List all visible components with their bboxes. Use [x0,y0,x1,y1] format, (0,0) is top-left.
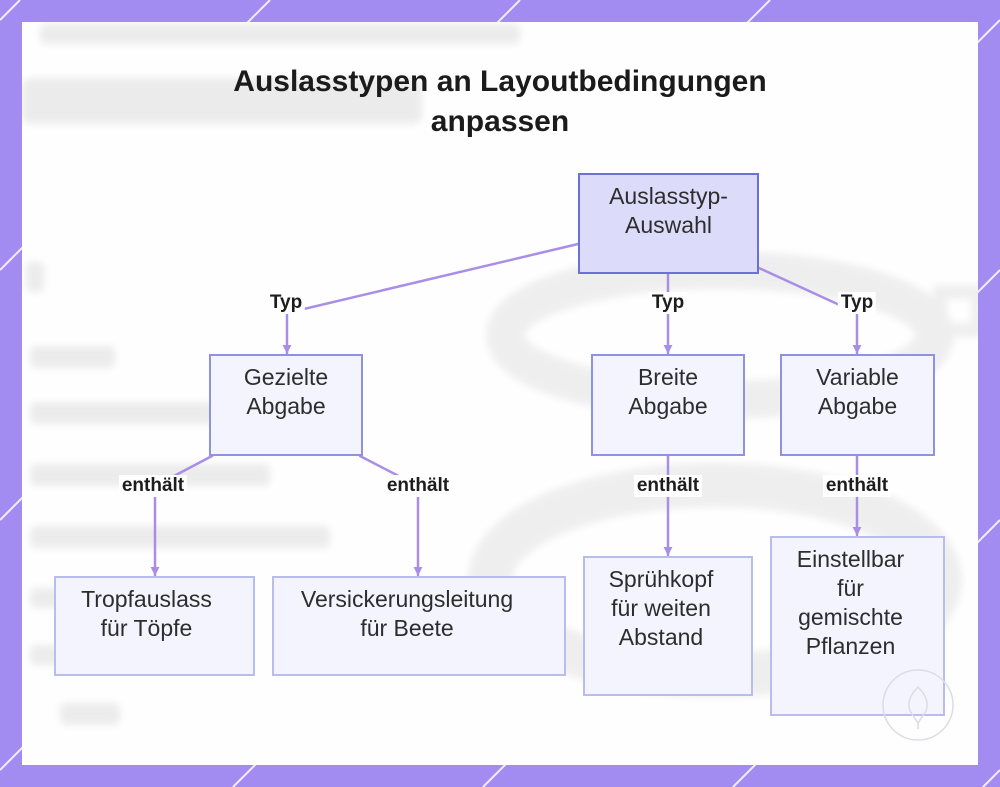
node-label-line: Versickerungsleitung [300,586,514,612]
node-label-line: Abstand [618,624,704,650]
node-label-line: Breite [637,364,699,390]
edge-label-enthaelt: enthält [383,475,453,497]
node-label-line: Gezielte [243,364,329,390]
node-spruehkopf: Sprühkopf für weiten Abstand [583,556,753,696]
node-label-line: Einstellbar [796,546,905,572]
node-label-line: Abgabe [628,393,708,419]
node-label-line: Variable [816,364,899,390]
background-ghost-text-bar [30,588,60,608]
node-label-line: für [837,575,864,601]
frame-diagonal-line [982,769,1000,787]
diagram-title: Auslasstypen an Layoutbedingungen anpass… [0,62,1000,142]
node-label-line: Auswahl [625,212,712,238]
node-label-line: Sprühkopf [608,566,714,592]
node-variable-abgabe: Variable Abgabe [780,354,935,456]
edge-label-typ: Typ [266,292,306,314]
edge-label-enthaelt: enthält [633,475,703,497]
background-ghost-text-bar [30,346,115,368]
diagram-title-line-2: anpassen [430,105,570,138]
node-label-line: für weiten [611,595,711,621]
node-label-line: Auslasstyp- [609,183,728,209]
background-ghost-text-bar [60,703,120,725]
edge-gezielte-to-tropfauslass [150,454,214,577]
node-breite-abgabe: Breite Abgabe [591,354,745,456]
edge-gezielte-to-versickerungsleitung [358,454,423,577]
node-gezielte-abgabe: Gezielte Abgabe [209,354,363,456]
watermark-logo [882,669,954,741]
node-auslasstyp-auswahl: Auslasstyp- Auswahl [578,173,759,274]
edge-label-typ: Typ [837,292,877,314]
background-ghost-text-bar [30,645,60,665]
node-tropfauslass: Tropfauslass für Töpfe [54,576,255,676]
node-label-line: für Beete [360,615,454,641]
node-label-line: gemischte [798,604,903,630]
node-label-line: Abgabe [817,393,898,419]
edge-auswahl-to-gezielte-abgabe [282,242,580,355]
background-ghost-shape [933,285,978,337]
diagram-title-line-1: Auslasstypen an Layoutbedingungen [233,65,767,98]
node-label-line: Abgabe [246,393,326,419]
edge-label-typ: Typ [648,292,688,314]
background-ghost-text-bar [26,262,44,292]
background-ghost-text-bar [40,24,520,44]
edge-label-enthaelt: enthält [822,475,892,497]
node-einstellbar: Einstellbar für gemischte Pflanzen [770,536,945,716]
edge-label-enthaelt: enthält [118,475,188,497]
node-label-line: für Töpfe [100,615,193,641]
node-versickerungsleitung: Versickerungsleitung für Beete [272,576,566,676]
node-label-line: Tropfauslass [81,586,212,612]
node-label-line: Pflanzen [805,633,896,659]
frame-diagonal-line [0,0,21,21]
background-ghost-text-bar [22,78,422,124]
background-ghost-text-bar [30,402,215,424]
background-ghost-text-bar [30,526,330,548]
